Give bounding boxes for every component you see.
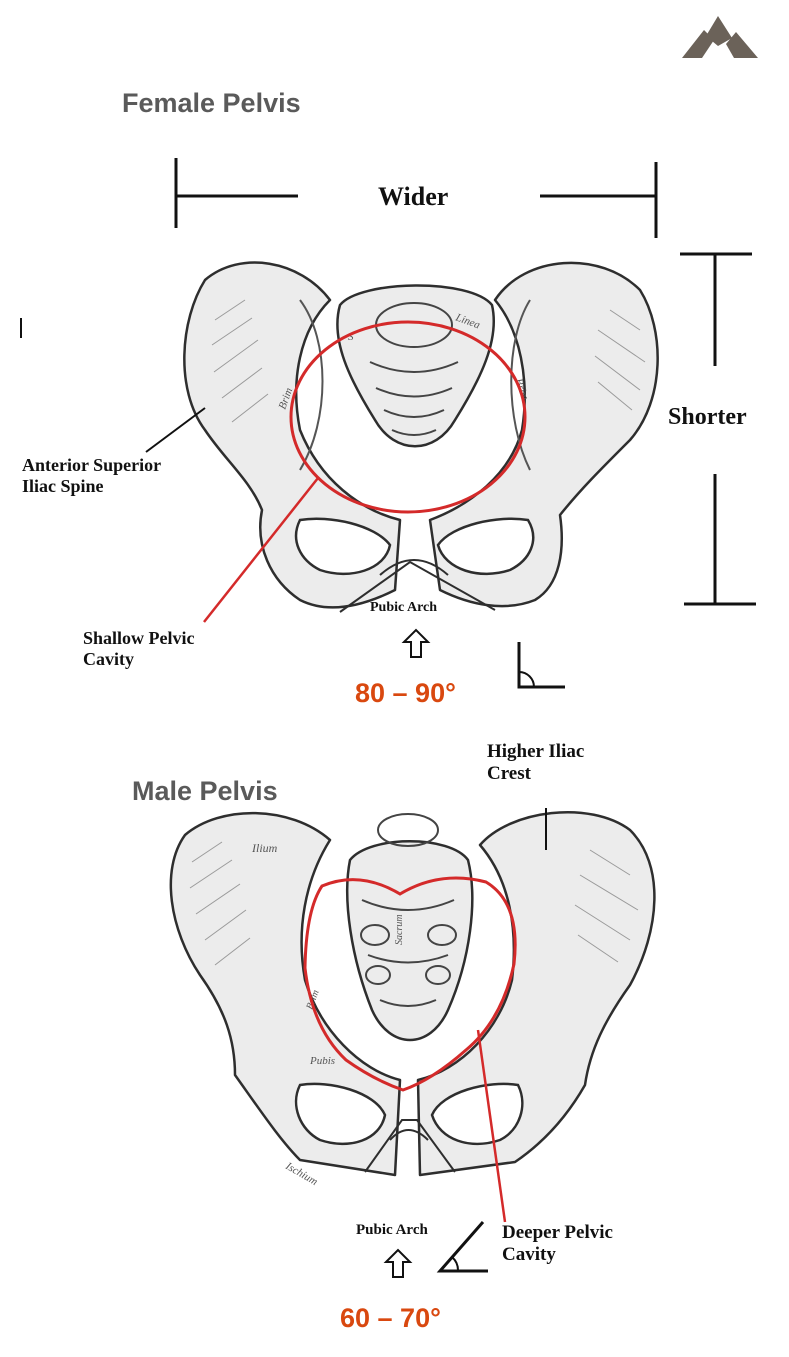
- female-pelvis-title: Female Pelvis: [122, 88, 301, 119]
- female-arch-angle: 80 – 90°: [355, 678, 456, 709]
- asis-leader-line: [146, 408, 205, 452]
- shorter-label: Shorter: [668, 404, 747, 432]
- male-pubis-label: Pubis: [309, 1055, 335, 1067]
- higher-crest-label: Higher Iliac Crest: [487, 741, 584, 785]
- female-up-arrow-icon: [404, 630, 428, 657]
- male-ischium-label: Ischium: [283, 1160, 320, 1188]
- female-pubic-arch-label: Pubic Arch: [370, 600, 437, 616]
- male-pubic-arch-label: Pubic Arch: [356, 1222, 428, 1239]
- male-arch-angle: 60 – 70°: [340, 1303, 441, 1334]
- asis-label: Anterior Superior Iliac Spine: [22, 455, 161, 496]
- male-ilium-label: Ilium: [251, 841, 278, 855]
- acute-angle-icon: [440, 1222, 488, 1271]
- male-sacrum-label: Sacrum: [394, 914, 405, 945]
- shallow-cavity-label: Shallow Pelvic Cavity: [83, 628, 195, 669]
- right-angle-icon: [519, 642, 565, 687]
- male-pelvis-illustration: Ilium Pubis Ischium Sacrum Brim: [0, 795, 789, 1295]
- deeper-cavity-label: Deeper Pelvic Cavity: [502, 1222, 613, 1266]
- brand-mark-icon: [678, 12, 762, 62]
- wider-label: Wider: [378, 182, 448, 212]
- male-up-arrow-icon: [386, 1250, 410, 1277]
